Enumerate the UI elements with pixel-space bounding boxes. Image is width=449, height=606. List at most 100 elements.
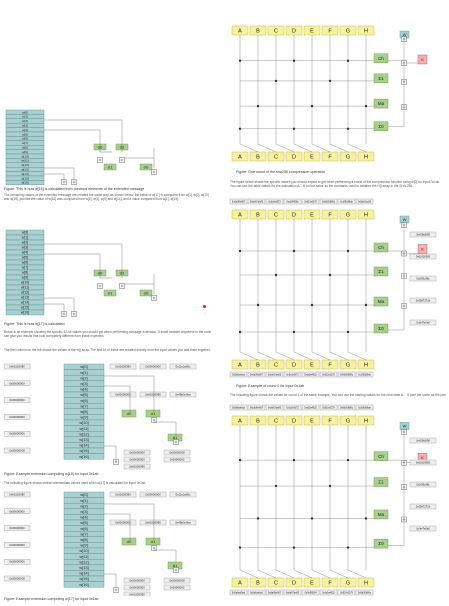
ch-box-label: Ch	[378, 56, 384, 61]
w-cell-label: w[3]	[22, 246, 28, 250]
hex-bottom-label: 0x3c6ef372	[286, 373, 299, 376]
k-constant-box-label: K	[421, 57, 424, 62]
state-bottom-A	[231, 151, 249, 162]
hex-value	[4, 558, 31, 565]
state-top-G-label: G	[346, 28, 350, 34]
hex-bottom-label: 0xbb67ae85	[268, 373, 282, 376]
hex-bottom-label: 0x6a09e667	[268, 591, 282, 594]
w-cell-label: w[16]	[79, 582, 88, 587]
hex-value	[4, 542, 31, 548]
w-cell-label: w[2]	[80, 375, 87, 380]
shift-wire	[347, 143, 367, 153]
hex-value	[4, 363, 31, 370]
w-cell-label: w[0]	[80, 364, 87, 369]
state-bottom-A	[231, 577, 249, 588]
hex-side-b	[163, 456, 191, 463]
junction-dot	[310, 517, 314, 520]
figure-w16: w[0]w[1]w[2]w[3]w[4]w[5]w[6]w[7]w[8]w[9]…	[5, 109, 157, 186]
state-bottom-D-label: D	[292, 362, 296, 368]
state-top-D-label: D	[292, 28, 296, 34]
adder-plus	[98, 284, 102, 288]
hex-side-label: 0x00000000	[115, 392, 131, 396]
hex-side-b	[163, 449, 191, 456]
w-cell-label: w[0]	[80, 492, 87, 497]
hex-bottom	[301, 589, 320, 596]
state-top-G-label: G	[346, 212, 350, 218]
hex-bottom	[355, 589, 374, 596]
junction-dot	[310, 104, 314, 108]
w-cell-label: w[10]	[21, 154, 29, 158]
hex-top-label: 0x9b05688c	[340, 406, 354, 409]
sigma1-box	[145, 537, 161, 546]
sigma0-box-label: Σ0	[378, 541, 384, 546]
sigma0-box-label: Σ0	[378, 326, 384, 331]
w-cell-label: w[10]	[21, 281, 29, 285]
adder-wire	[388, 36, 405, 127]
hex-top	[265, 404, 284, 411]
hex-side-label: 0x00000000	[145, 364, 161, 368]
junction-dot	[346, 249, 350, 253]
ma-box-label: Ma	[378, 299, 385, 304]
caption-r1: Figure: One round of the sha256 compress…	[236, 170, 326, 174]
hex-top-label: 0xfa2a4622	[304, 406, 317, 409]
hex-side	[139, 391, 167, 398]
shift-wire	[311, 143, 331, 153]
adder-plus	[62, 312, 66, 316]
junction-dot	[328, 484, 332, 488]
adder-plus	[120, 158, 124, 162]
hex-top-label: 0xbb67ae85	[268, 406, 282, 409]
w-cell	[5, 309, 45, 316]
w-cell-label: w[12]	[79, 559, 88, 564]
adder-wire	[388, 222, 405, 331]
hex-value-label: 0x00000000	[9, 432, 25, 436]
hex-side-b	[163, 577, 191, 584]
sigma1-box-b-label: σ1	[173, 563, 178, 568]
hex-bottom-label: 0xfa2a4622	[304, 373, 317, 376]
adder-plus	[62, 180, 66, 184]
w-cell-label: w[15]	[21, 176, 29, 180]
sigma1-box	[373, 477, 389, 487]
sigma0-box	[373, 538, 389, 549]
hex-side-b-label: 0x61626380	[129, 464, 145, 468]
k-constant-box-label: K	[421, 455, 424, 460]
junction-dot	[346, 127, 350, 130]
hex-bottom	[247, 589, 266, 596]
hex-side-label: 0x61626380	[145, 520, 161, 524]
state-bottom-C-label: C	[274, 580, 278, 586]
w-array-stack: w[0]w[1]w[2]w[3]w[4]w[5]w[6]w[7]w[8]w[9]…	[63, 491, 105, 588]
shift-wire	[239, 351, 259, 361]
paragraph-r2: The following figure shows the values fo…	[230, 393, 446, 397]
hex-value-label: 0x00000018	[9, 576, 25, 580]
junction-dot	[292, 330, 296, 334]
hex-side-b-label: 0x61626380	[129, 592, 145, 596]
w-input-box-label: W	[403, 217, 407, 222]
w-cell-label: w[14]	[79, 571, 88, 576]
junction-dot	[238, 330, 242, 334]
hex-mid-label: 0x61626380	[416, 254, 431, 258]
caption-fig3: Figure: Example extension computing w[16…	[4, 472, 99, 476]
sigma0-box	[373, 121, 389, 131]
ch-box-label: Ch	[378, 245, 384, 250]
sigma1-box	[373, 73, 389, 84]
w-cell-label: w[13]	[21, 296, 29, 300]
hex-mid	[409, 275, 437, 282]
hex-top	[247, 198, 266, 205]
hex-mid	[409, 437, 437, 444]
state-top-G-label: G	[346, 418, 350, 424]
hex-top-label: 0x9b05688c	[322, 200, 336, 203]
w-cell-label: w[9]	[22, 276, 28, 280]
junction-dot	[238, 249, 242, 253]
hex-side	[109, 391, 137, 398]
adder-plus	[98, 158, 102, 162]
sigma1-box-label: Σ1	[378, 76, 384, 81]
w-cell-label: w[11]	[21, 159, 28, 163]
hex-mid-label: 0x3587272b	[416, 504, 431, 508]
hex-side	[169, 519, 197, 526]
hex-side-label: 0x00000000	[115, 520, 131, 524]
hex-mid-label: 0x61626380	[416, 460, 431, 464]
shift-wire	[257, 143, 277, 153]
sigma0-box-label: Σ0	[378, 124, 384, 129]
w-cell-label: w[12]	[21, 291, 29, 295]
figure-example-w16: 0x61626380 0x00000000 0x00000000 0x00000000…	[4, 363, 197, 470]
